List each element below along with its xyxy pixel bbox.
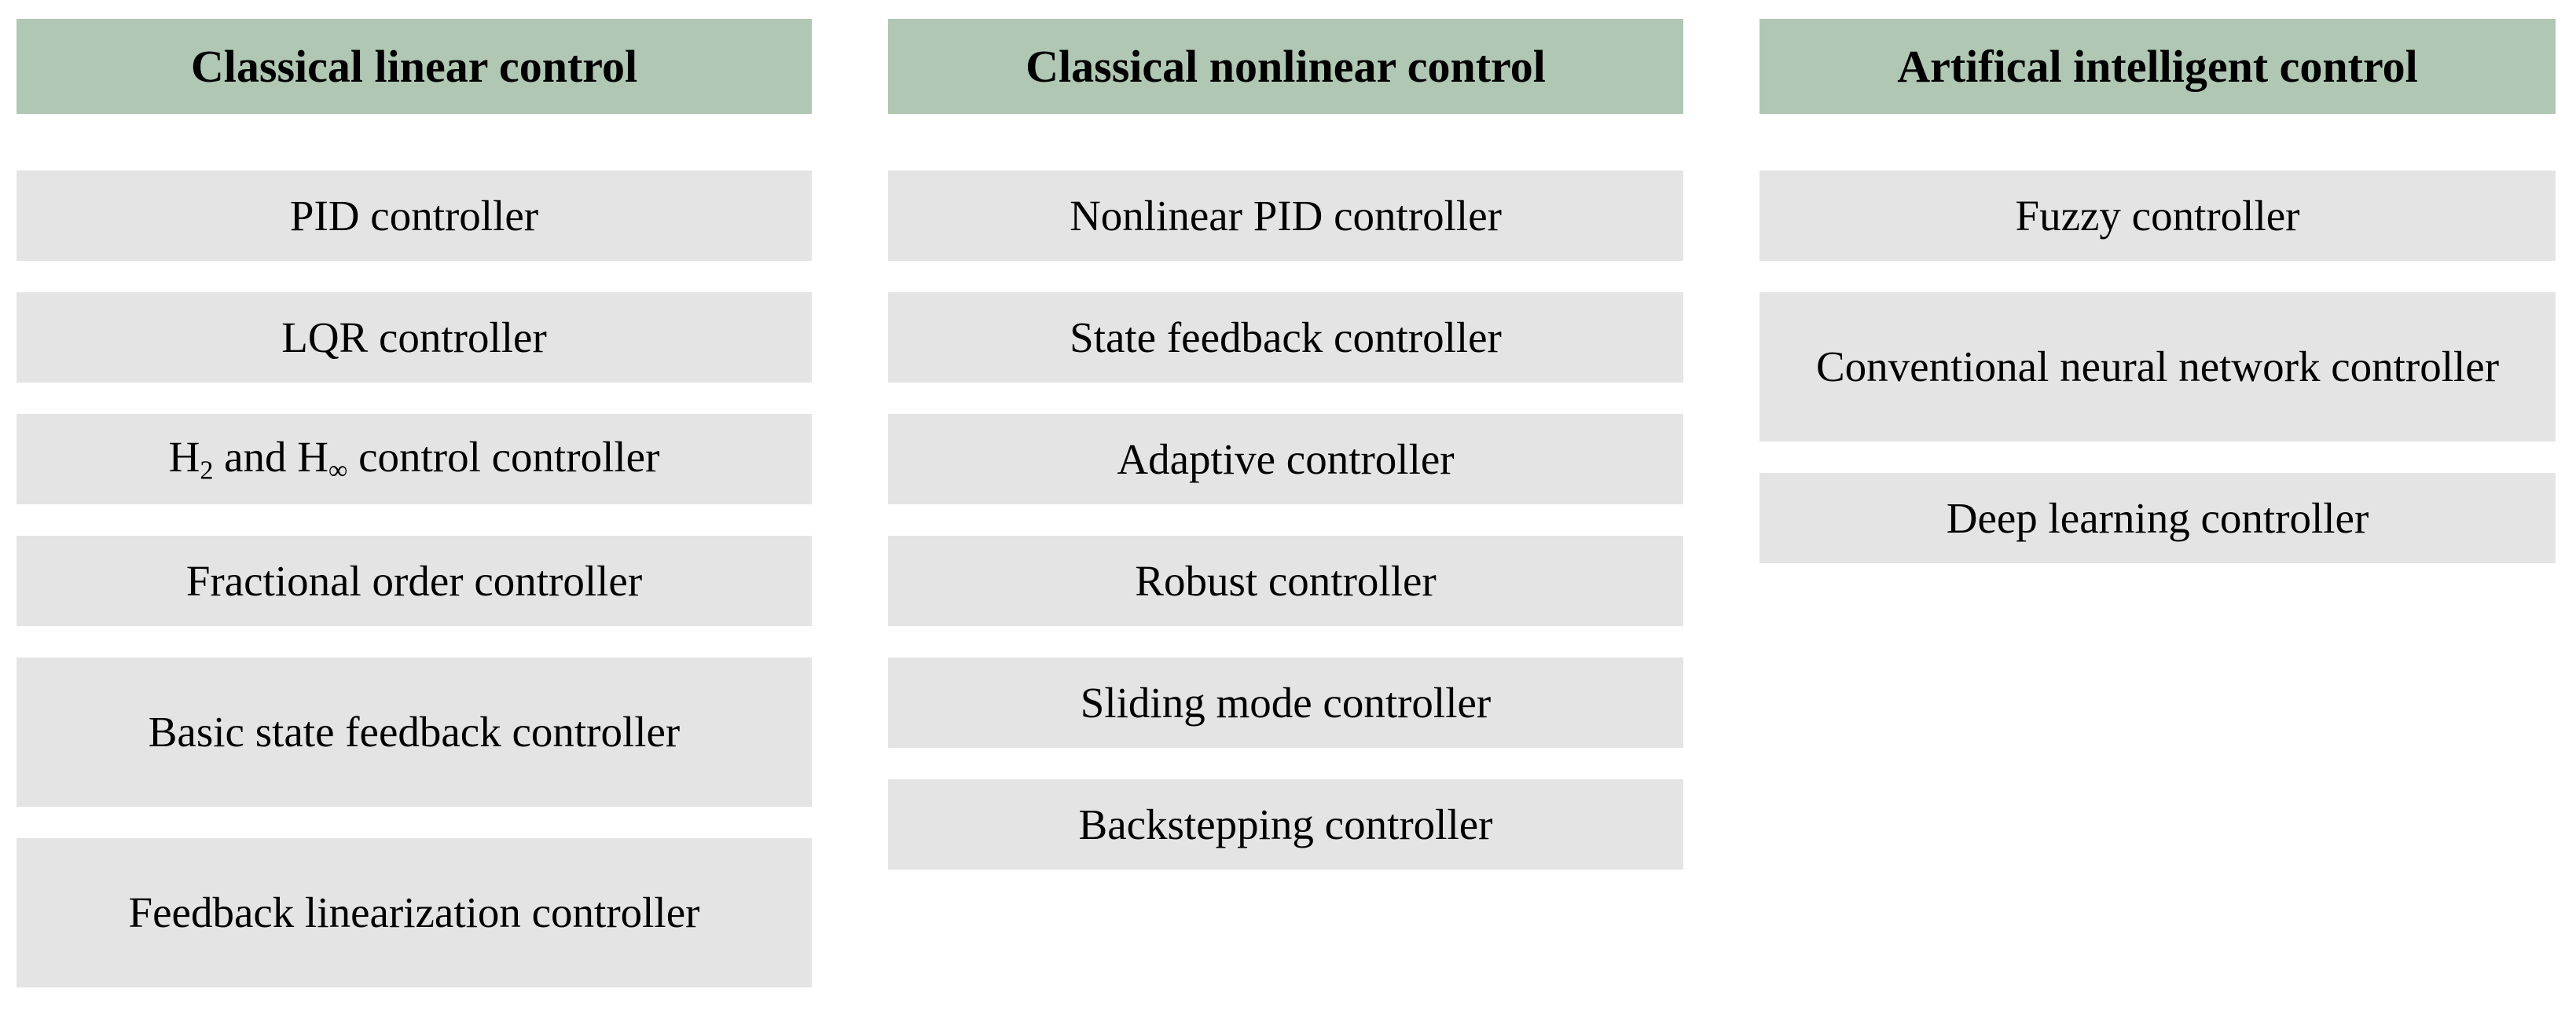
list-item-label: Backstepping controller [1078,800,1493,848]
list-item-label: Fractional order controller [185,556,643,605]
list-item: Nonlinear PID controller [888,170,1683,261]
list-item-label: Fuzzy controller [2015,191,2300,240]
list-item-label: Nonlinear PID controller [1070,191,1502,240]
list-item: Adaptive controller [888,414,1683,504]
list-item-label: Conventional neural network controller [1815,343,2500,391]
list-item: Feedback linearization controller [17,838,812,987]
list-item-label: Robust controller [1135,556,1437,605]
list-item: Sliding mode controller [888,658,1683,748]
list-item: Fractional order controller [17,536,812,626]
list-item: Deep learning controller [1760,473,2556,563]
list-item: Backstepping controller [888,779,1683,870]
list-item: H2 and H∞ control controller [17,414,812,504]
list-item-label: Sliding mode controller [1080,678,1492,727]
list-item-label: Basic state feedback controller [148,708,681,756]
list-item-label: Adaptive controller [1117,434,1455,483]
column-classical-nonlinear-control: Classical nonlinear control Nonlinear PI… [888,19,1683,870]
list-item-label: PID controller [289,191,539,240]
column-header-artifical-intelligent-control: Artifical intelligent control [1760,19,2556,114]
list-item: PID controller [17,170,812,261]
column-classical-linear-control: Classical linear control PID controller … [17,19,812,987]
list-item-label: LQR controller [281,313,547,361]
column-header-classical-nonlinear-control: Classical nonlinear control [888,19,1683,114]
column-items-classical-linear-control: PID controller LQR controller H2 and H∞ … [17,170,812,987]
list-item: LQR controller [17,292,812,383]
list-item: Basic state feedback controller [17,658,812,807]
column-artifical-intelligent-control: Artifical intelligent control Fuzzy cont… [1760,19,2556,563]
column-items-artifical-intelligent-control: Fuzzy controller Conventional neural net… [1760,170,2556,563]
list-item: Robust controller [888,536,1683,626]
list-item: Fuzzy controller [1760,170,2556,261]
list-item-label: H2 and H∞ control controller [168,432,660,485]
column-header-classical-linear-control: Classical linear control [17,19,812,114]
column-items-classical-nonlinear-control: Nonlinear PID controller State feedback … [888,170,1683,870]
list-item: State feedback controller [888,292,1683,383]
list-item: Conventional neural network controller [1760,292,2556,441]
list-item-label: State feedback controller [1070,313,1502,361]
list-item-label: Deep learning controller [1946,493,2369,542]
list-item-label: Feedback linearization controller [128,888,700,937]
